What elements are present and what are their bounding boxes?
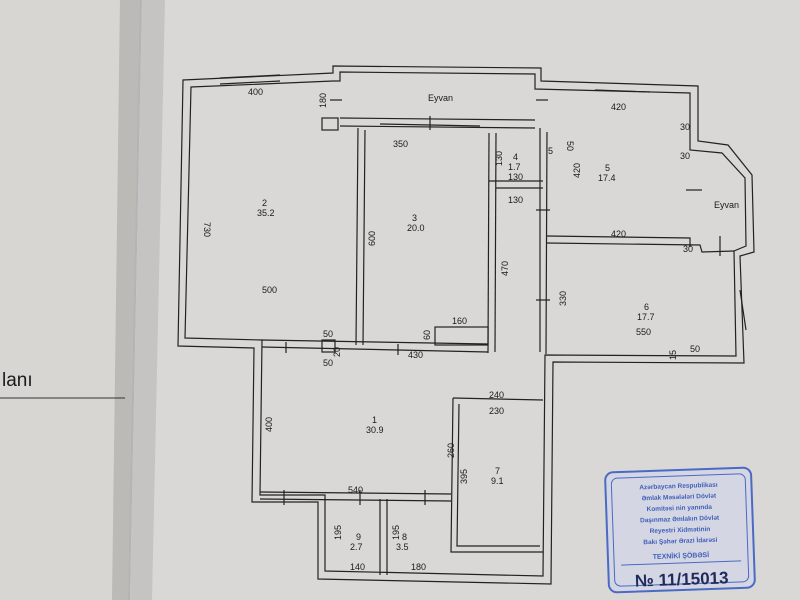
dimension-label: 50 — [323, 358, 333, 368]
dimension-label: 180 — [411, 562, 426, 572]
dimension-label: 20 — [332, 347, 342, 357]
dimension-label: 400 — [248, 87, 263, 97]
dimension-label: 50 — [690, 344, 700, 354]
dimension-label: 230 — [489, 406, 504, 416]
dimension-label: 400 — [264, 417, 274, 432]
dimension-label: 350 — [393, 139, 408, 149]
room-number: 1 — [372, 415, 377, 425]
plan-walls — [177, 65, 755, 585]
dimension-label: 50 — [323, 329, 333, 339]
dimension-label: 260 — [446, 443, 456, 458]
left-page: lanı — [0, 0, 142, 600]
dimension-label: 60 — [422, 330, 432, 340]
balcony-top-label: Eyvan — [428, 93, 453, 103]
room-area: 9.1 — [491, 476, 504, 486]
room-number: 4 — [513, 152, 518, 162]
dimension-label: 30 — [683, 244, 693, 254]
room-area: 20.0 — [407, 223, 425, 233]
stamp-line: Daşınmaz Əmlakın Dövlət — [640, 515, 720, 525]
left-page-caption: lanı — [2, 370, 33, 391]
dimension-label: 730 — [202, 222, 212, 237]
dimension-label: 50 — [565, 141, 575, 151]
room-number: 2 — [262, 198, 267, 208]
stamp-line: Reyestri Xidmətinin — [650, 526, 711, 535]
room-area: 17.7 — [637, 312, 655, 322]
dimension-label: 420 — [611, 229, 626, 239]
room-area: 1.7 — [508, 162, 521, 172]
stamp-line: Komitəsi nin yanında — [646, 504, 712, 513]
dimension-label: 420 — [611, 102, 626, 112]
dimension-label: 330 — [558, 291, 568, 306]
dimension-label: 130 — [508, 195, 523, 205]
room-area: 30.9 — [366, 425, 384, 435]
stamp-line: TEXNİKİ ŞÖBƏSİ — [653, 550, 710, 561]
dimension-label: 130 — [508, 172, 523, 182]
room-labels: 1 30.9 2 35.2 3 20.0 4 1.7 5 17.4 6 17.7… — [257, 152, 655, 552]
dimension-label: 140 — [350, 562, 365, 572]
room-number: 5 — [605, 163, 610, 173]
room-number: 9 — [356, 532, 361, 542]
dimension-label: 550 — [636, 327, 651, 337]
stamp-line: Əmlak Məsələləri Dövlət — [642, 493, 717, 503]
room-number: 6 — [644, 302, 649, 312]
dimension-label: 30 — [680, 122, 690, 132]
official-stamp: Azərbaycan Respublikası Əmlak Məsələləri… — [604, 466, 756, 594]
room-number: 3 — [412, 213, 417, 223]
dimension-label: 130 — [494, 151, 504, 166]
balcony-right-label: Eyvan — [714, 200, 739, 210]
dimension-label: 600 — [367, 231, 377, 246]
dimension-label: 420 — [572, 163, 582, 178]
dimension-label: 395 — [459, 469, 469, 484]
dimension-label: 470 — [500, 261, 510, 276]
room-area: 2.7 — [350, 542, 363, 552]
dimension-label: 195 — [391, 525, 401, 540]
dimension-label: 240 — [489, 390, 504, 400]
dimension-label: 15 — [668, 350, 678, 360]
dimension-labels: 400 180 730 500 350 600 60 160 130 130 1… — [202, 87, 700, 572]
room-area: 35.2 — [257, 208, 275, 218]
stamp-line: Azərbaycan Respublikası — [639, 482, 718, 492]
room-area: 3.5 — [396, 542, 409, 552]
dimension-label: 500 — [262, 285, 277, 295]
room-number: 8 — [402, 532, 407, 542]
dimension-label: 540 — [348, 485, 363, 495]
dimension-label: 30 — [680, 151, 690, 161]
dimension-label: 160 — [452, 316, 467, 326]
dimension-label: 430 — [408, 350, 423, 360]
plan-openings — [219, 74, 747, 505]
right-page — [130, 0, 800, 600]
dimension-label: 5 — [548, 146, 553, 156]
stamp-line: Bakı Şəhər Ərazi İdarəsi — [643, 536, 718, 547]
room-area: 17.4 — [598, 173, 616, 183]
stamp-number: № 11/15013 — [635, 568, 729, 590]
dimension-label: 195 — [333, 525, 343, 540]
dimension-label: 180 — [318, 93, 328, 108]
room-number: 7 — [495, 466, 500, 476]
